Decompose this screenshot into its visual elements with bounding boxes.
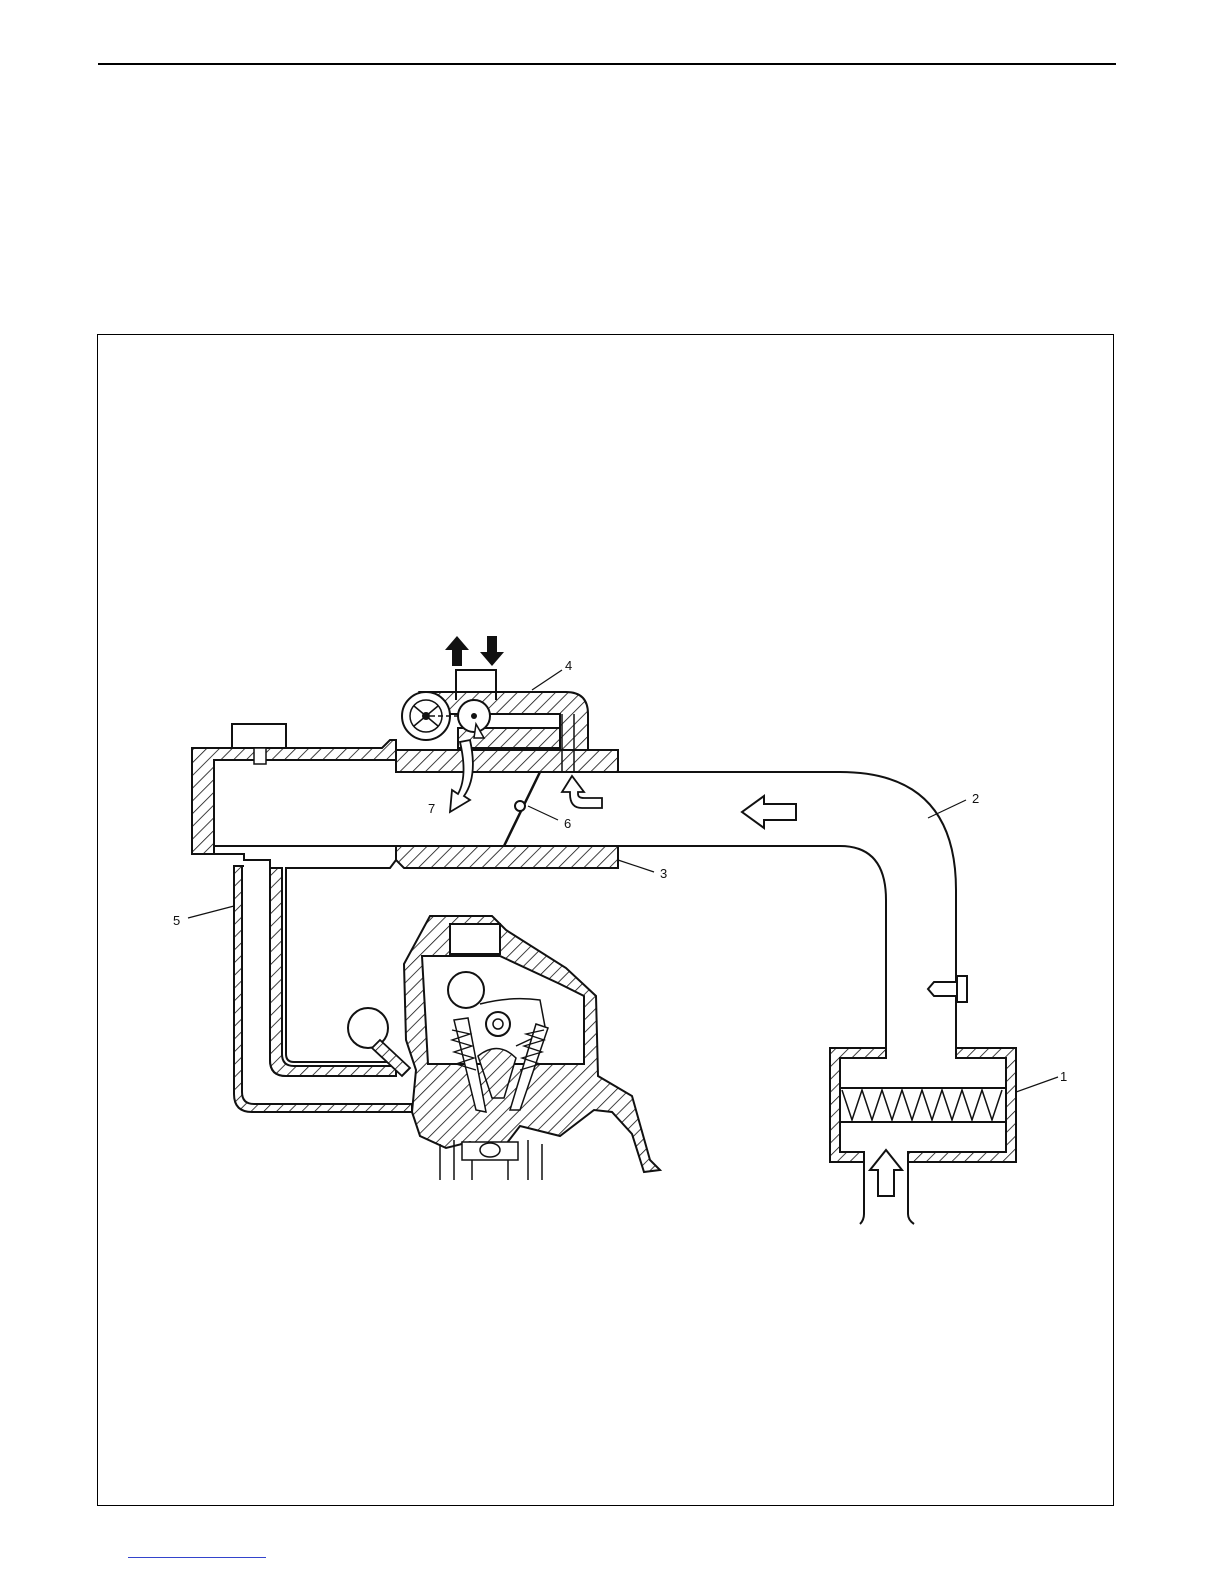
callout-labels: 1 2 3 4 5 6 7 (173, 658, 1067, 1084)
bypass-inlet-arrow-icon (562, 776, 602, 808)
up-arrow-icon (445, 636, 469, 666)
callout-5: 5 (173, 913, 180, 928)
callout-4: 4 (565, 658, 572, 673)
intake-air-temp-sensor (928, 976, 967, 1002)
air-cleaner (830, 1048, 1016, 1224)
callout-7: 7 (428, 801, 435, 816)
footer-link-underline (128, 1557, 266, 1558)
callout-3: 3 (660, 866, 667, 881)
callout-2: 2 (972, 791, 979, 806)
callout-6: 6 (564, 816, 571, 831)
airflow-arrow-icon (742, 796, 796, 828)
engine-cylinder-head (404, 916, 660, 1180)
callout-1: 1 (1060, 1069, 1067, 1084)
inlet-arrow-icon (870, 1150, 902, 1196)
leader-lines (188, 670, 1058, 1092)
down-arrow-icon (480, 636, 504, 666)
